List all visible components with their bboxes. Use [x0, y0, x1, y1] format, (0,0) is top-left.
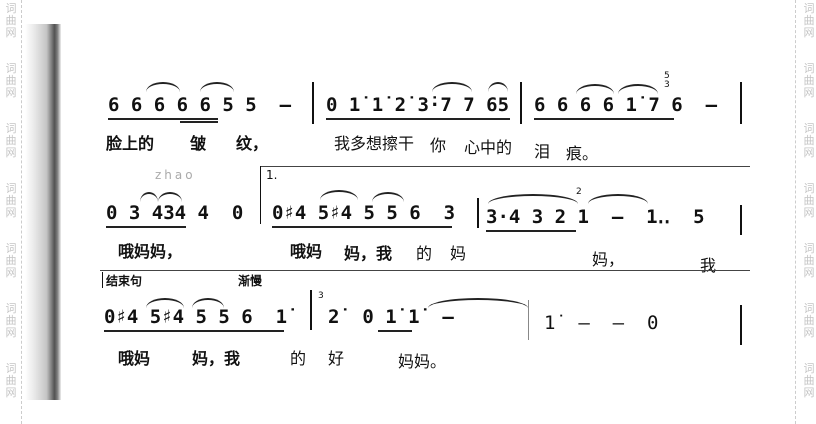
measure-2-1: 0 3 434 4 0 [106, 202, 244, 224]
lyric: 哦妈妈， [118, 242, 183, 261]
lyric: 妈，我 [344, 244, 393, 263]
watermark: 词曲网 [5, 302, 17, 339]
measure-1-3: 6 6 6 6 1̇ 7 6 – [534, 94, 718, 116]
watermark: 词曲网 [803, 362, 815, 399]
final-barline [740, 305, 742, 345]
watermark: 词曲网 [803, 2, 815, 39]
grace-note: 5 3 [664, 71, 670, 90]
measure-3-1: 0♯4 5♯4 5 5 6 1̇ [104, 306, 288, 328]
beam-underline [326, 118, 510, 120]
book-spine-shadow [25, 24, 61, 400]
slur [488, 194, 578, 204]
slur [432, 82, 472, 92]
watermark: 词曲网 [803, 302, 815, 339]
measure-2-3: 3·4 3 2 1 – 1‥ 5 [486, 206, 705, 228]
lyric: 妈，我 [192, 349, 241, 368]
lyric: 妈 [450, 244, 467, 263]
lyric: 好 [328, 349, 345, 368]
left-margin-line [21, 0, 22, 424]
measure-1-2: 0 1̇ 1̇ 2̇ 3̇·7 7 65 [326, 94, 510, 116]
barline [477, 198, 479, 228]
ending-bracket-side [102, 272, 103, 288]
lyric: 哦妈 [290, 242, 323, 261]
slur [488, 82, 508, 92]
slur [146, 298, 184, 308]
watermark: 词曲网 [803, 182, 815, 219]
volta-bracket [260, 166, 750, 167]
barline [312, 82, 314, 124]
ending-label: 结束句 [106, 274, 143, 288]
watermark: 词曲网 [5, 182, 17, 219]
ending-bracket [100, 270, 750, 271]
barline [520, 82, 522, 124]
lyric: 心中的 [464, 138, 513, 157]
slur [140, 192, 158, 202]
lyric: 脸上的 [106, 134, 155, 153]
beam-underline [534, 118, 674, 120]
beam-underline [106, 226, 186, 228]
barline [740, 205, 742, 235]
slur [200, 82, 234, 92]
beam-underline [180, 121, 218, 123]
measure-3-2: 2̇ 0 1̇ 1̇ – [328, 306, 454, 328]
lyric: 我 [700, 256, 717, 275]
measure-3-3: 1̇ – – 0 [544, 312, 659, 334]
slur [576, 84, 614, 94]
beam-underline [104, 330, 284, 332]
watermark: 词曲网 [803, 122, 815, 159]
beam-underline [378, 330, 412, 332]
slur [588, 194, 648, 204]
lyric: 的 [416, 244, 433, 263]
lyric: 哦妈 [118, 349, 151, 368]
faint-marking: zhao [155, 168, 196, 182]
measure-2-2: 0♯4 5♯4 5 5 6 3 [272, 202, 456, 224]
lyric: 泪 [534, 142, 551, 161]
lyric: 妈， [592, 250, 625, 269]
measure-1-1: 6 6 6 6 6 5 5 – [108, 94, 292, 116]
beam-underline [272, 226, 452, 228]
lyric: 妈妈。 [398, 352, 447, 371]
beam-underline [486, 230, 576, 232]
slur [428, 298, 528, 308]
lyric: 皱 [190, 134, 207, 153]
watermark: 词曲网 [5, 362, 17, 399]
beam-underline [108, 118, 218, 120]
barline [528, 300, 529, 340]
slur [372, 192, 404, 202]
slur [192, 298, 224, 308]
slur [146, 82, 180, 92]
lyric: 纹， [236, 134, 269, 153]
watermark: 词曲网 [5, 2, 17, 39]
grace-note: 3 [318, 291, 324, 301]
lyric: 你 [430, 136, 447, 155]
lyric: 痕。 [566, 144, 599, 163]
slur [618, 84, 658, 94]
watermark: 词曲网 [5, 242, 17, 279]
slur [158, 192, 182, 202]
watermark: 词曲网 [803, 62, 815, 99]
volta-bracket-side [260, 166, 261, 224]
watermark: 词曲网 [803, 242, 815, 279]
barline [740, 82, 742, 124]
grace-note: 2 [576, 187, 582, 197]
lyric: 的 [290, 349, 307, 368]
watermark: 词曲网 [5, 122, 17, 159]
watermark: 词曲网 [5, 62, 17, 99]
volta-1: 1. [266, 168, 278, 182]
tempo-marking: 渐慢 [238, 274, 263, 288]
slur [320, 190, 358, 200]
lyric: 我多想擦干 [334, 134, 415, 153]
right-margin-line [795, 0, 796, 424]
barline [310, 290, 312, 330]
